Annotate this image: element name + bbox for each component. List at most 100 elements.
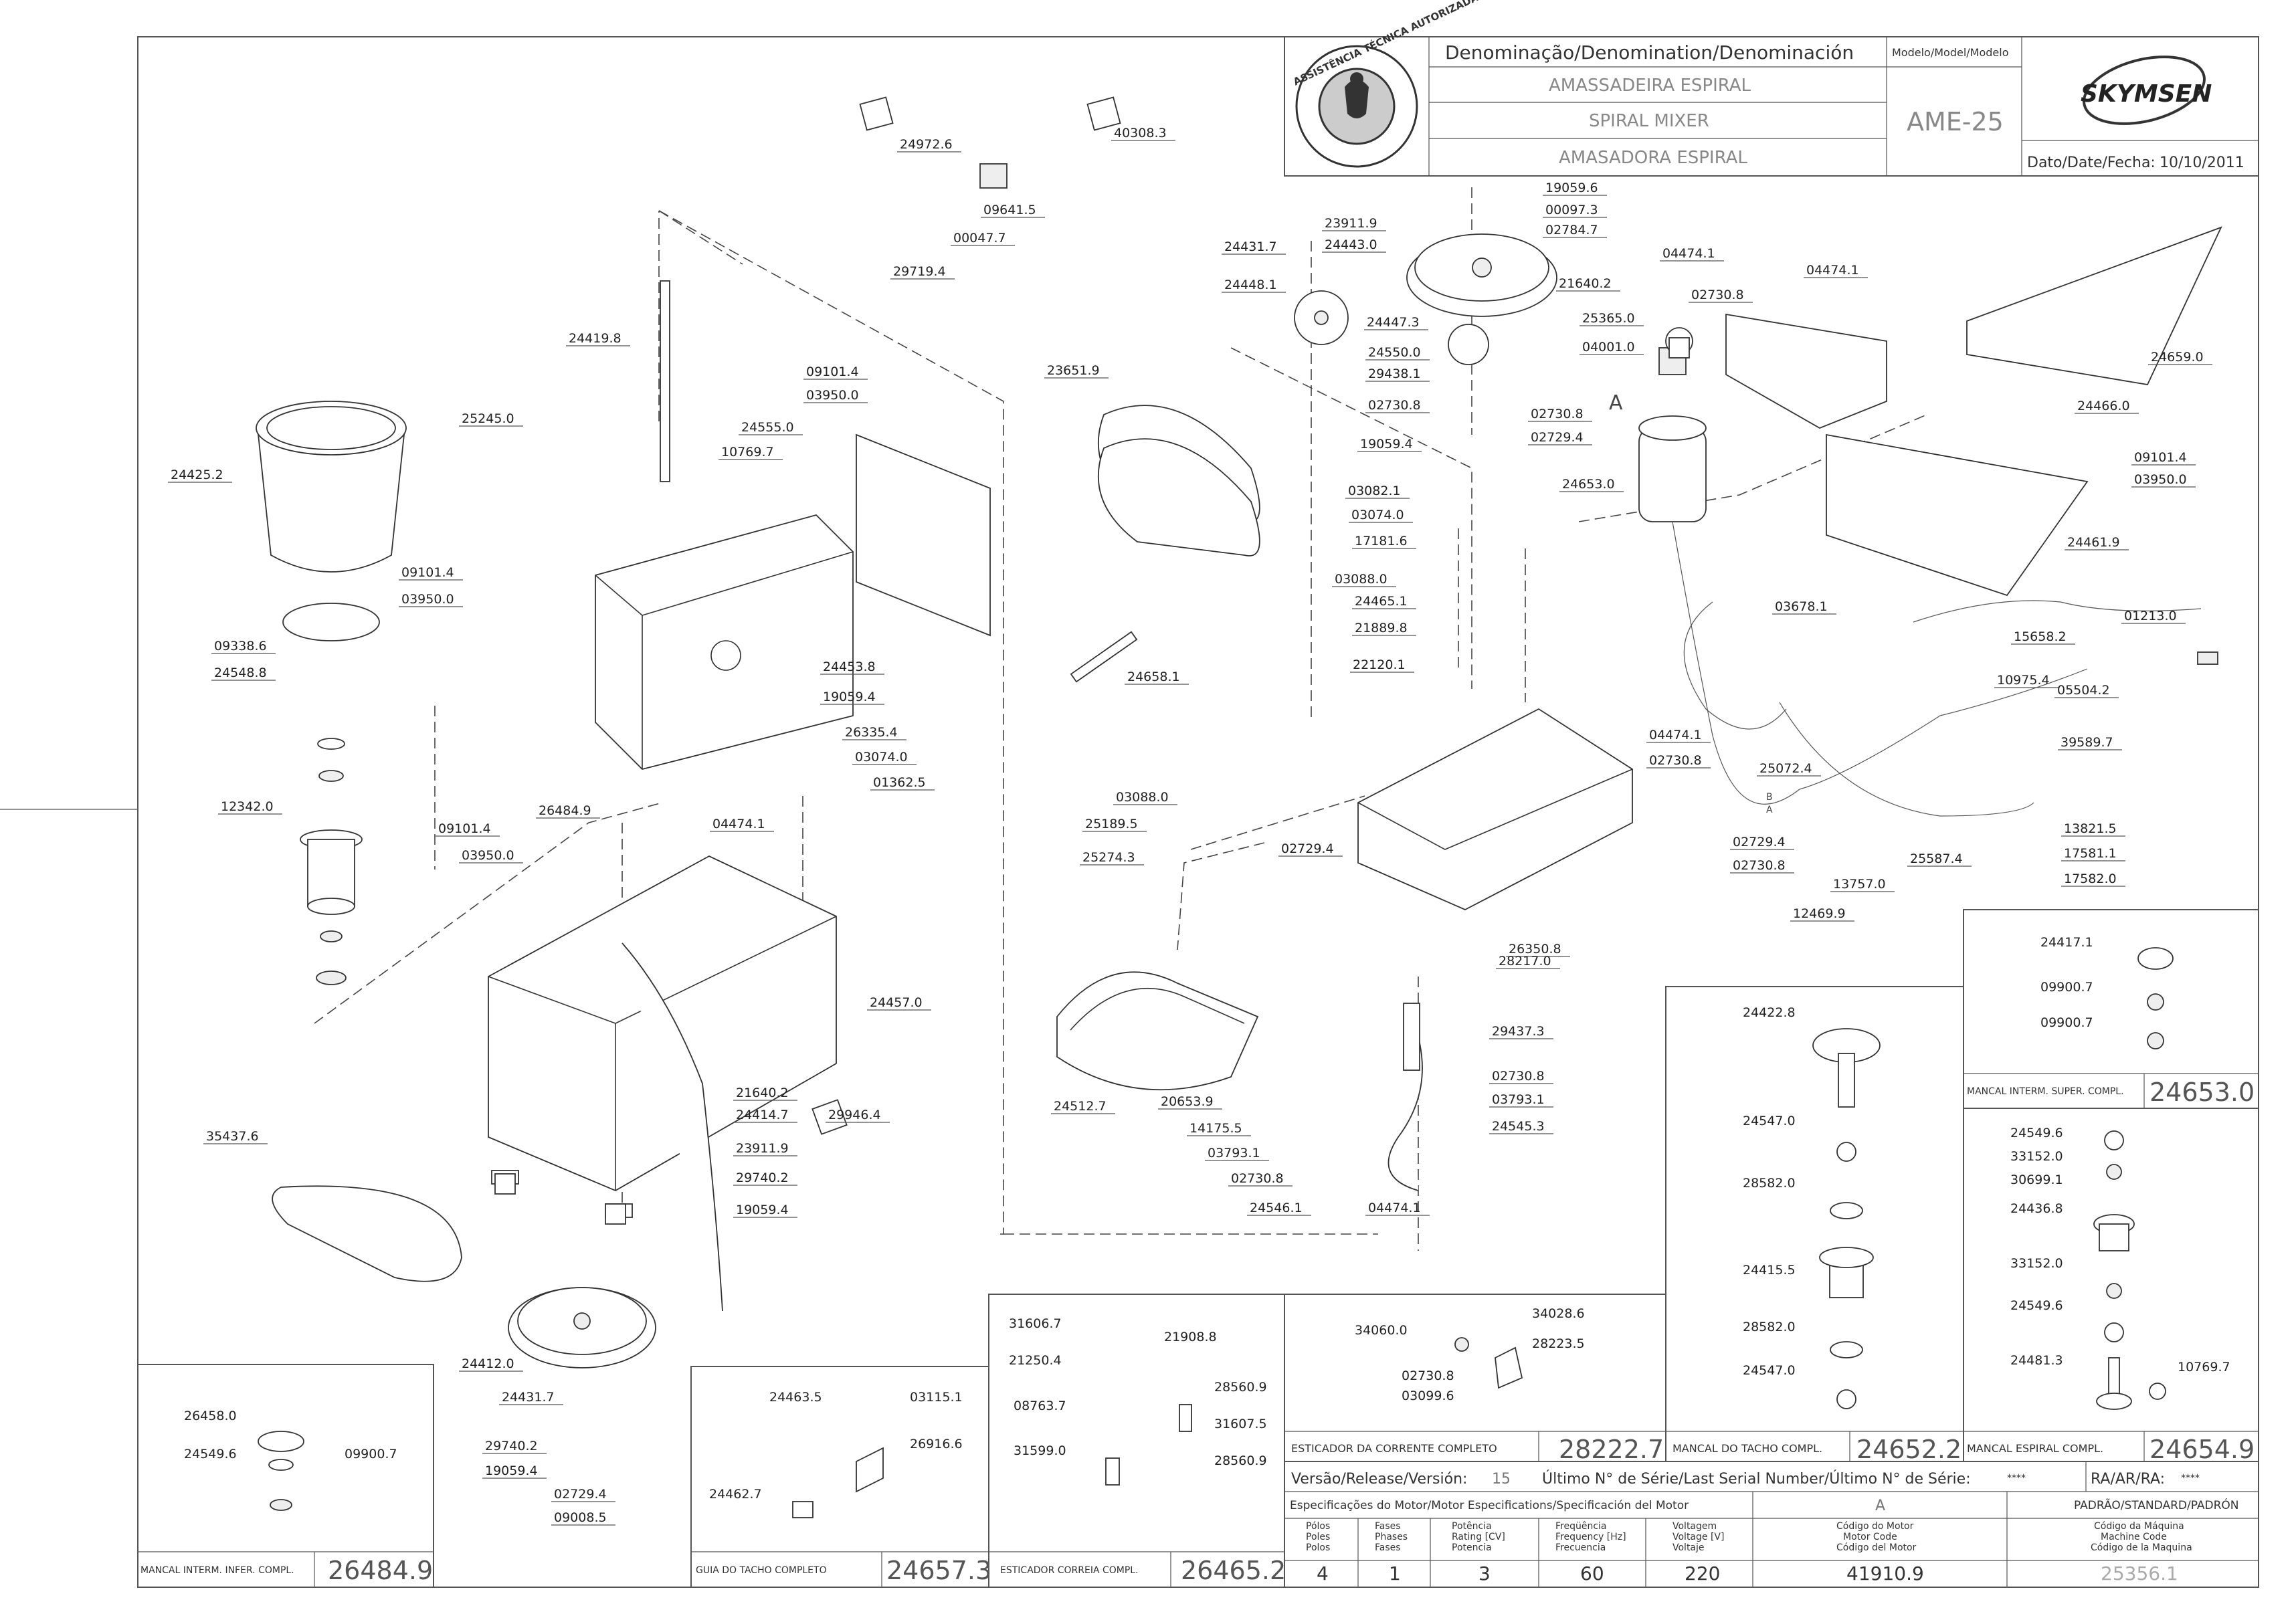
side-rail — [1966, 226, 2222, 386]
part-callout-label: 29946.4 — [828, 1108, 881, 1122]
model-code: AME-25 — [1907, 107, 2004, 136]
ub-label-2: 09900.7 — [2040, 980, 2093, 995]
serial-value: **** — [2007, 1473, 2026, 1484]
motor — [1638, 347, 1707, 522]
ub-label-3: 09900.7 — [2040, 1015, 2093, 1030]
part-callout-label: 03950.0 — [806, 388, 859, 403]
part-callout-label: 03074.0 — [1351, 508, 1404, 522]
part-callout-label: 02730.8 — [1492, 1069, 1545, 1084]
part-callout-label: 12342.0 — [221, 799, 274, 814]
part-callout-label: 03950.0 — [462, 848, 514, 863]
sb-label-2: 33152.0 — [2010, 1149, 2063, 1164]
part-callout-label: 02784.7 — [1545, 223, 1598, 237]
rating-value: 3 — [1478, 1562, 1491, 1585]
chain — [1070, 631, 1138, 683]
spiral-shaft — [660, 280, 670, 482]
ct-label-5: 03099.6 — [1402, 1389, 1454, 1403]
bt-label-7: 31599.0 — [1014, 1443, 1066, 1458]
bt-label-2: 21908.8 — [1164, 1330, 1217, 1344]
lb-label-1: 26458.0 — [184, 1409, 237, 1423]
part-callout-label: 23651.9 — [1047, 363, 1100, 378]
col5-head-1: Voltagem — [1672, 1521, 1717, 1532]
subassembly-lower-bearing: 26458.0 24549.6 09900.7 MANCAL INTERM. I… — [137, 1364, 434, 1588]
poles-value: 4 — [1317, 1562, 1329, 1585]
part-callout-label: 09101.4 — [806, 365, 859, 379]
lb-label-2: 24549.6 — [184, 1447, 237, 1461]
wiring-harness — [1672, 521, 2088, 805]
part-callout-label: 02730.8 — [1368, 398, 1421, 413]
part-callout-label: 35437.6 — [206, 1129, 259, 1144]
bb-label-5: 28582.0 — [1743, 1320, 1796, 1334]
part-callout-label: 17181.6 — [1355, 534, 1408, 548]
ct-label-4: 02730.8 — [1402, 1368, 1454, 1383]
col1-head-2: Poles — [1306, 1532, 1330, 1542]
part-callout-label: 19059.6 — [1545, 181, 1598, 195]
col7-head-2: Machine Code — [2101, 1532, 2167, 1542]
subassembly-bowl-bearing: 24422.8 24547.0 28582.0 24415.5 28582.0 … — [1665, 986, 1964, 1464]
info-block: Versão/Release/Versión: 15 Último N° de … — [1284, 1461, 2259, 1588]
small-sprocket — [1448, 324, 1489, 365]
marker-a: A — [1609, 391, 1623, 415]
bt-label-4: 28560.9 — [1214, 1380, 1267, 1395]
col4-head-1: Freqüência — [1555, 1521, 1607, 1532]
col7-head-3: Código de la Maquina — [2091, 1542, 2192, 1553]
part-callout-label: 21640.2 — [736, 1086, 789, 1100]
sb-label-4: 24436.8 — [2010, 1201, 2063, 1216]
part-callout-label: 19059.4 — [736, 1203, 789, 1217]
part-callout-label: 26350.8 — [1509, 942, 1561, 956]
model-header: Modelo/Model/Modelo — [1892, 46, 2008, 59]
top-cover — [1826, 433, 2089, 597]
bb-label-6: 24547.0 — [1743, 1363, 1796, 1378]
part-callout-label: 24972.6 — [900, 137, 953, 152]
part-callout-label: 02730.8 — [1231, 1171, 1284, 1186]
part-callout-label: 24419.8 — [569, 331, 621, 346]
part-callout-label: 29740.2 — [736, 1171, 789, 1185]
skymsen-logo: SKYMSEN — [2081, 56, 2212, 125]
col4-head-3: Frecuencia — [1555, 1542, 1606, 1553]
product-name-en: SPIRAL MIXER — [1589, 111, 1709, 131]
sb-label-5: 33152.0 — [2010, 1256, 2063, 1271]
bt-label-3: 21250.4 — [1009, 1353, 1062, 1368]
bb-label-4: 24415.5 — [1743, 1263, 1796, 1278]
bt-label-6: 31607.5 — [1214, 1417, 1267, 1431]
subassembly-upper-bearing: 24417.1 09900.7 09900.7 MANCAL INTERM. S… — [1963, 909, 2259, 1109]
part-callout-label: 03088.0 — [1116, 790, 1169, 805]
part-callout-label: 24412.0 — [462, 1356, 514, 1371]
part-callout-label: 29719.4 — [893, 264, 946, 279]
part-callout-label: 03793.1 — [1208, 1146, 1260, 1160]
part-callout-label: 24658.1 — [1127, 670, 1180, 684]
bt-label-1: 31606.7 — [1009, 1316, 1062, 1331]
bt-name: ESTICADOR CORREIA COMPL. — [1000, 1565, 1139, 1576]
part-callout-label: 24550.0 — [1368, 345, 1421, 360]
part-callout-label: 24447.3 — [1367, 315, 1420, 330]
base-tray — [1357, 708, 1633, 910]
part-callout-label: 03678.1 — [1775, 599, 1828, 614]
frequency-value: 60 — [1580, 1562, 1604, 1585]
part-callout-label: 24548.8 — [214, 666, 267, 680]
motor-code-value: 41910.9 — [1846, 1562, 1924, 1585]
standard-header: PADRÃO/STANDARD/PADRÓN — [2074, 1498, 2239, 1512]
bg-label-3: 26916.6 — [910, 1437, 963, 1451]
bg-name: GUIA DO TACHO COMPLETO — [696, 1565, 827, 1576]
part-callout-label: 24466.0 — [2077, 399, 2130, 413]
part-callout-label: 02730.8 — [1531, 407, 1584, 421]
bg-label-2: 03115.1 — [910, 1390, 963, 1405]
col5-head-3: Voltaje — [1672, 1542, 1705, 1553]
part-callout-label: 24453.8 — [823, 659, 876, 674]
part-callout-label: 03074.0 — [855, 750, 908, 765]
product-name-es: AMASADORA ESPIRAL — [1559, 148, 1747, 168]
bt-label-5: 08763.7 — [1014, 1399, 1066, 1413]
voltage-value: 220 — [1685, 1562, 1720, 1585]
part-callout-label: 19059.4 — [823, 690, 876, 704]
ra-label: RA/AR/RA: — [2091, 1471, 2165, 1488]
bottom-pulley — [508, 1287, 656, 1368]
sb-label-3: 30699.1 — [2010, 1173, 2063, 1187]
part-callout-label: 15658.2 — [2014, 629, 2067, 644]
upper-pulley — [1406, 233, 1557, 317]
ub-code: 24653.0 — [2149, 1078, 2255, 1107]
col7-head-1: Código da Máquina — [2094, 1521, 2184, 1532]
denomination-header: Denominação/Denomination/Denominación — [1445, 41, 1854, 64]
part-callout-label: 39589.7 — [2061, 735, 2113, 750]
bg-label-1: 24463.5 — [769, 1390, 822, 1405]
part-callout-label: 00097.3 — [1545, 203, 1598, 217]
